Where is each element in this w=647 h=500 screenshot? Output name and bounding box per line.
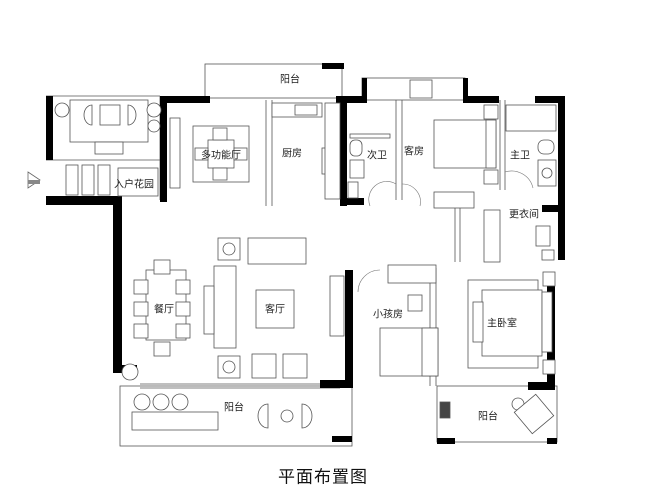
- label-balcony-bottom-right: 阳台: [478, 411, 498, 423]
- label-kitchen: 厨房: [282, 148, 302, 160]
- kids-room-furniture: [357, 264, 439, 377]
- multi-function-furniture: [169, 117, 250, 189]
- label-multi-function: 多功能厅: [201, 150, 241, 162]
- kitchen-furniture: [271, 102, 341, 200]
- label-kids-room: 小孩房: [373, 309, 403, 321]
- plan-outline: [46, 63, 558, 447]
- master-bath-fixtures: [504, 104, 557, 189]
- label-dining-room: 餐厅: [154, 304, 174, 316]
- label-living-room: 客厅: [265, 304, 285, 316]
- living-dining-furniture: [121, 237, 345, 381]
- master-bedroom-furniture: [467, 271, 556, 375]
- label-entry-garden: 入户花园: [114, 179, 154, 191]
- dressing-room-furniture: [535, 225, 555, 261]
- entry-garden-furniture: [54, 99, 162, 197]
- guest-room-furniture: [409, 79, 501, 263]
- label-balcony-bottom-left: 阳台: [224, 402, 244, 414]
- label-guest-room: 客房: [404, 146, 424, 158]
- label-balcony-top: 阳台: [280, 74, 300, 86]
- label-master-bath: 主卫: [510, 150, 530, 162]
- balcony-right-furniture: [439, 393, 555, 435]
- second-bath-fixtures: [347, 133, 421, 207]
- label-master-bedroom: 主卧室: [487, 318, 517, 330]
- plan-title: 平面布置图: [278, 467, 368, 488]
- label-dressing-room: 更衣间: [509, 209, 539, 221]
- label-second-bath: 次卫: [367, 150, 387, 162]
- balcony-left-furniture: [131, 393, 313, 431]
- entry-arrow-icon: [27, 171, 41, 189]
